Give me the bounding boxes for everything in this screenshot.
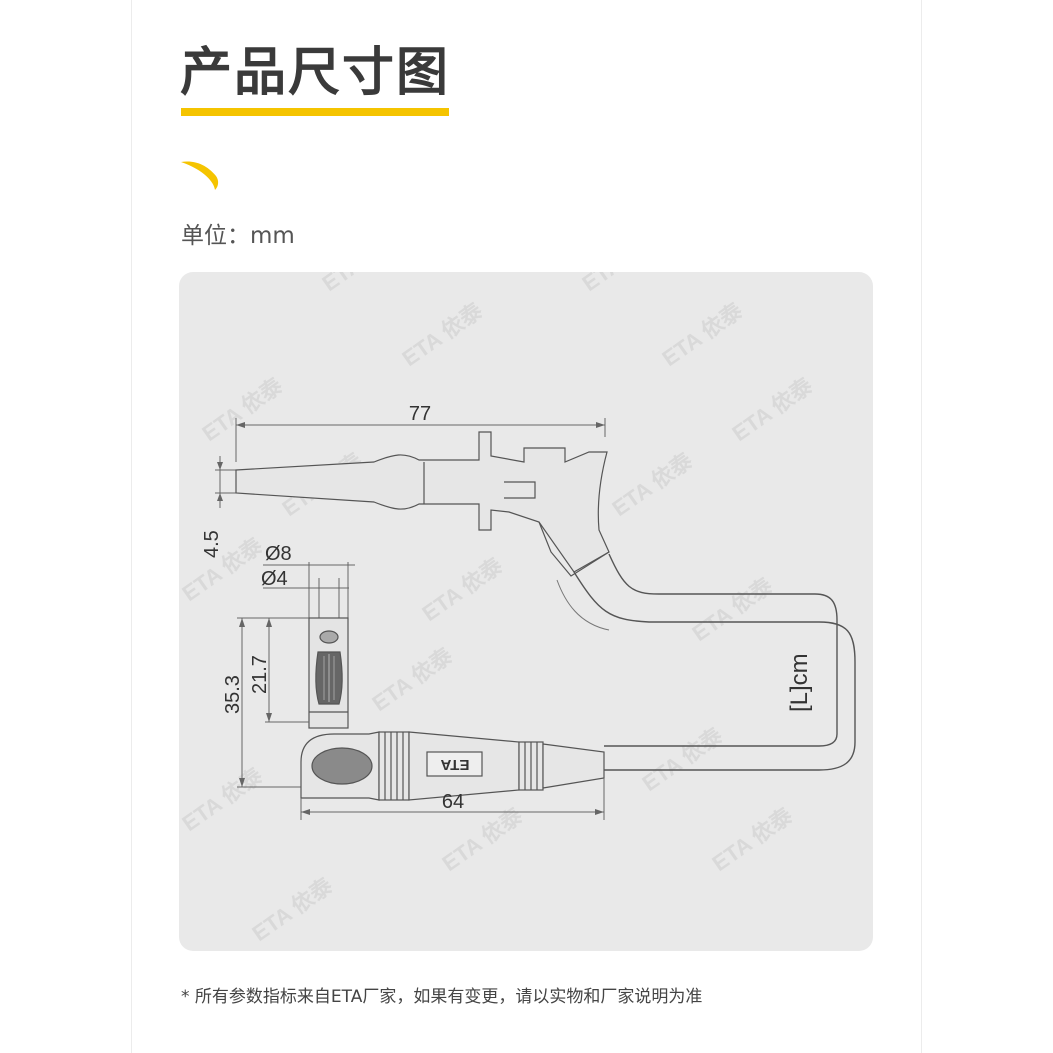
plug-brand-label: ETA bbox=[440, 756, 469, 773]
dimension-d8-label: Ø8 bbox=[265, 543, 292, 565]
footnote: * 所有参数指标来自ETA厂家，如果有变更，请以实物和厂家说明为准 bbox=[181, 987, 703, 1007]
watermark: ETA 依泰 bbox=[179, 532, 268, 606]
dimension-64 bbox=[300, 778, 605, 820]
watermark: ETA 依泰 bbox=[438, 802, 528, 876]
plug-body bbox=[300, 731, 605, 801]
dimension-35-3-label: 35.3 bbox=[222, 675, 244, 714]
test-clip bbox=[235, 431, 610, 577]
banana-plug bbox=[308, 617, 349, 729]
dimension-64-label: 64 bbox=[442, 791, 464, 813]
watermark: ETA 依泰 bbox=[658, 297, 748, 371]
dimension-77 bbox=[235, 418, 606, 462]
unit-label: 单位：mm bbox=[181, 223, 295, 249]
dimension-heights bbox=[237, 617, 309, 788]
dimension-drawing-panel: ETA 依泰 ETA 依泰 ETA 依泰 ETA 依泰 ETA 依泰 ETA 依… bbox=[179, 272, 873, 951]
dimension-d4-label: Ø4 bbox=[261, 568, 288, 590]
right-guide-line bbox=[921, 0, 922, 1053]
title-underline bbox=[181, 108, 449, 116]
watermark: ETA 依泰 bbox=[688, 572, 778, 646]
watermark: ETA 依泰 bbox=[318, 272, 408, 296]
dimension-4-5 bbox=[215, 456, 236, 508]
dimension-drawing: ETA 依泰 ETA 依泰 ETA 依泰 ETA 依泰 ETA 依泰 ETA 依… bbox=[179, 272, 856, 946]
watermark-layer: ETA 依泰 ETA 依泰 ETA 依泰 ETA 依泰 ETA 依泰 ETA 依… bbox=[179, 272, 818, 946]
dimension-77-label: 77 bbox=[409, 403, 431, 425]
watermark: ETA 依泰 bbox=[198, 372, 288, 446]
watermark: ETA 依泰 bbox=[728, 372, 818, 446]
dimension-21-7-label: 21.7 bbox=[249, 655, 271, 694]
dimension-4-5-label: 4.5 bbox=[201, 530, 223, 558]
watermark: ETA 依泰 bbox=[708, 802, 798, 876]
watermark: ETA 依泰 bbox=[608, 447, 698, 521]
watermark: ETA 依泰 bbox=[368, 642, 458, 716]
watermark: ETA 依泰 bbox=[638, 722, 728, 796]
cable bbox=[556, 553, 856, 771]
watermark: ETA 依泰 bbox=[578, 272, 668, 296]
swoosh-icon bbox=[181, 161, 219, 190]
watermark: ETA 依泰 bbox=[179, 762, 268, 836]
watermark: ETA 依泰 bbox=[248, 872, 338, 946]
watermark: ETA 依泰 bbox=[398, 297, 488, 371]
watermark: ETA 依泰 bbox=[418, 552, 508, 626]
cable-length-label: [L]cm bbox=[786, 653, 813, 712]
page-title: 产品尺寸图 bbox=[180, 43, 451, 103]
left-guide-line bbox=[131, 0, 132, 1053]
